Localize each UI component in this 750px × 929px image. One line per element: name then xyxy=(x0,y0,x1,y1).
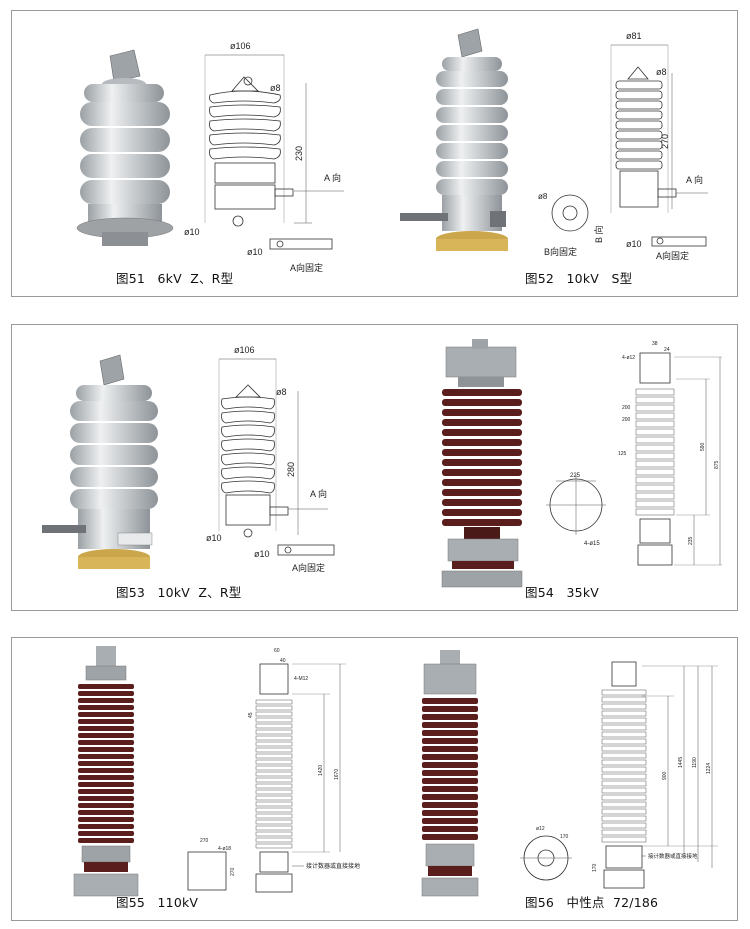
dimension-drawing-53: ø106 ø8 280 A 向 ø10 xyxy=(206,345,335,573)
dim-base-w-55: 270 xyxy=(200,838,209,844)
dim-left-a-56: 170 xyxy=(592,863,598,872)
dim-base-hole-56: ø12 xyxy=(536,826,545,832)
dim-h1-55: 1420 xyxy=(318,765,324,776)
dim-base-w-54: 225 xyxy=(570,473,581,479)
dim-height-51: 230 xyxy=(294,146,304,161)
dim-fix-note-52: A向固定 xyxy=(656,250,689,261)
figure-52: ø81 ø8 270 A 向 xyxy=(376,11,738,296)
dim-ground-note-56: 接计数器或直接接地 xyxy=(648,852,698,860)
dim-top-b-54: 24 xyxy=(664,347,670,353)
dim-base-hole-54: 4-ø15 xyxy=(584,541,600,547)
dim-cap-53: ø8 xyxy=(276,387,287,397)
dim-h1-56: 900 xyxy=(662,771,668,780)
dim-height-53: 280 xyxy=(286,462,296,477)
caption-55: 图55 110kV xyxy=(116,895,199,910)
dim-fix-hole-51: ø10 xyxy=(247,247,263,257)
dim-b-fix-note-52: B向固定 xyxy=(544,246,577,257)
figure-56: ø12 170 xyxy=(376,638,738,920)
dim-left-a-55: 45 xyxy=(248,712,254,718)
dim-fix-hole-52: ø10 xyxy=(626,239,642,249)
dim-cap-52: ø8 xyxy=(656,67,667,77)
figure-53: ø106 ø8 280 A 向 ø10 xyxy=(12,325,376,610)
dim-top-c-54: 4-ø12 xyxy=(622,355,635,361)
dim-h3-56: 1190 xyxy=(692,757,698,768)
dim-h3-54: 235 xyxy=(688,536,694,545)
figure-51: ø106 ø8 230 A 向 ø10 xyxy=(12,11,376,296)
dim-base-hole-55: 4-ø18 xyxy=(218,846,231,852)
arrester-photo-55 xyxy=(73,646,139,897)
dim-d2-54: 200 xyxy=(622,417,631,423)
dim-direction-52: A 向 xyxy=(686,174,703,185)
dim-h4-56: 1224 xyxy=(706,763,712,774)
dim-top-a-54: 38 xyxy=(652,341,658,347)
dim-height-52: 270 xyxy=(660,134,670,149)
dim-cap-51: ø8 xyxy=(270,83,281,93)
figure-row-1: ø106 ø8 230 A 向 ø10 xyxy=(11,10,738,297)
dim-h2-55: 1670 xyxy=(334,769,340,780)
dimension-drawing-54: 225 4-ø15 38 24 4-ø12 xyxy=(546,341,722,566)
arrester-photo-53 xyxy=(42,354,158,569)
dim-width-51: ø106 xyxy=(230,41,251,51)
dim-h2-54: 875 xyxy=(714,460,720,469)
dim-ground-note-55: 接计数器或直接接地 xyxy=(306,862,360,870)
arrester-photo-51 xyxy=(76,49,174,246)
figure-row-2: ø106 ø8 280 A 向 ø10 xyxy=(11,324,738,611)
arrester-photo-52 xyxy=(400,28,508,251)
dim-b-direction-52: B 向 xyxy=(593,225,604,243)
dim-b-hole-52: ø8 xyxy=(538,192,548,201)
caption-51: 图51 6kV Z、R型 xyxy=(116,271,234,286)
caption-52: 图52 10kV S型 xyxy=(525,271,633,286)
dim-fix-note-51: A向固定 xyxy=(290,262,323,273)
dimension-drawing-55: 60 40 4-M12 45 xyxy=(187,648,360,893)
arrester-photo-56 xyxy=(421,650,479,897)
dim-fix-note-53: A向固定 xyxy=(292,562,325,573)
caption-54: 图54 35kV xyxy=(525,585,600,600)
dimension-drawing-52: ø81 ø8 270 A 向 xyxy=(538,31,708,261)
figure-55: 60 40 4-M12 45 xyxy=(12,638,376,920)
dim-base-h-55: 270 xyxy=(230,867,236,876)
dim-top-a-55: 60 xyxy=(274,648,280,654)
dim-bottom-hole-53: ø10 xyxy=(206,533,222,543)
dim-d1-54: 200 xyxy=(622,405,631,411)
dimension-drawing-56: ø12 170 xyxy=(520,661,718,889)
dimension-drawing-51: ø106 ø8 230 A 向 ø10 xyxy=(184,41,344,273)
dim-top-c-55: 4-M12 xyxy=(294,676,308,682)
dim-fix-hole-53: ø10 xyxy=(254,549,270,559)
dim-direction-53: A 向 xyxy=(310,488,327,499)
dim-base-d-56: 170 xyxy=(560,834,569,840)
figure-row-3: 60 40 4-M12 45 xyxy=(11,637,738,921)
caption-56: 图56 中性点 72/186 xyxy=(525,895,659,910)
dim-h2-56: 1445 xyxy=(678,757,684,768)
dim-h1-54: 590 xyxy=(700,442,706,451)
figure-54: 225 4-ø15 38 24 4-ø12 xyxy=(376,325,738,610)
dim-width-53: ø106 xyxy=(234,345,255,355)
dim-direction-51: A 向 xyxy=(324,172,341,183)
dim-top-b-55: 40 xyxy=(280,658,286,664)
dim-width-52: ø81 xyxy=(626,31,642,41)
caption-53: 图53 10kV Z、R型 xyxy=(116,585,242,600)
dim-d3-54: 125 xyxy=(618,451,627,457)
arrester-photo-54 xyxy=(441,339,523,588)
dim-bottom-hole-51: ø10 xyxy=(184,227,200,237)
